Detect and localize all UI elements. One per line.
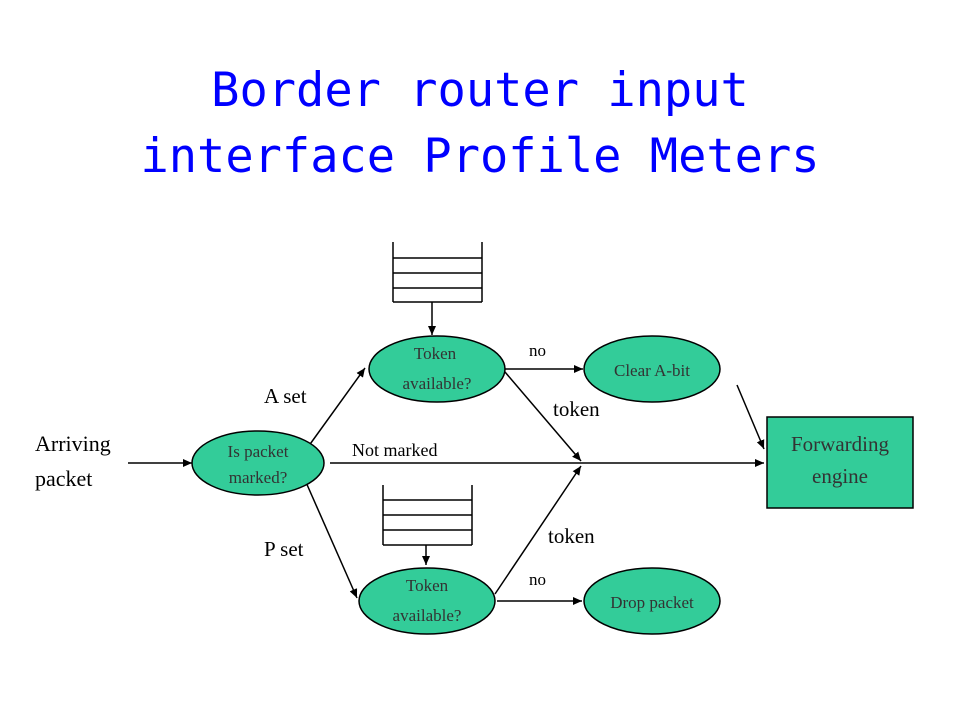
node-token-bottom-line1: Token — [406, 576, 449, 595]
node-token-top-line2: available? — [403, 374, 472, 393]
title-line-1: Border router input — [211, 63, 749, 118]
label-arriving-line1: Arriving — [35, 431, 111, 456]
node-is-packet-marked: Is packet marked? — [191, 430, 325, 496]
label-a-set: A set — [264, 384, 307, 408]
token-queue-top — [392, 242, 483, 303]
label-not-marked: Not marked — [352, 440, 437, 460]
label-no-top: no — [529, 341, 546, 360]
node-token-bottom-line2: available? — [393, 606, 462, 625]
edge-clear-to-forwarding — [736, 384, 765, 450]
node-forwarding-line1: Forwarding — [791, 432, 889, 456]
node-token-available-top: Token available? — [368, 335, 506, 403]
title-line-2: interface Profile Meters — [140, 129, 820, 184]
slide-title: Border router input interface Profile Me… — [0, 58, 960, 190]
node-drop-packet: Drop packet — [583, 567, 721, 635]
node-token-available-bottom: Token available? — [358, 567, 496, 635]
node-clear-a-bit: Clear A-bit — [583, 335, 721, 403]
label-arriving-line2: packet — [35, 466, 92, 491]
label-token-top: token — [553, 397, 600, 421]
node-clear-abit-text: Clear A-bit — [614, 361, 690, 380]
label-p-set: P set — [264, 537, 304, 561]
edge-token-top-token — [504, 371, 582, 462]
node-forwarding-line2: engine — [812, 464, 868, 488]
node-token-top-line1: Token — [414, 344, 457, 363]
edge-token-bottom-token — [494, 465, 582, 595]
edge-marked-to-token-top — [307, 367, 366, 448]
node-is-marked-line1: Is packet — [228, 442, 289, 461]
token-queue-bottom — [382, 485, 473, 546]
node-is-marked-line2: marked? — [229, 468, 288, 487]
node-drop-packet-text: Drop packet — [610, 593, 694, 612]
label-no-bottom: no — [529, 570, 546, 589]
node-forwarding-engine: Forwarding engine — [766, 416, 914, 509]
edge-marked-to-token-bottom — [304, 479, 358, 599]
label-token-bottom: token — [548, 524, 595, 548]
